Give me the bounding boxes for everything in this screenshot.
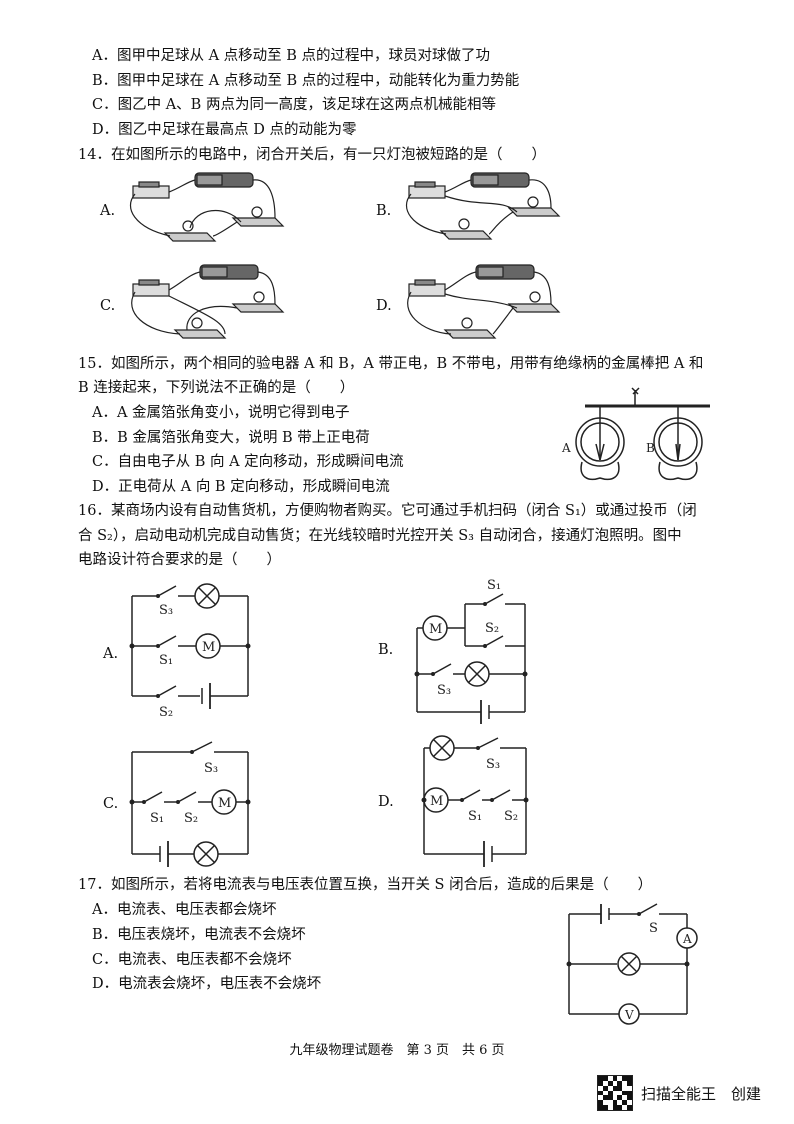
q15-option-a: A．A 金属箔张角变小，说明它得到电子: [92, 405, 350, 421]
q17-option-a: A．电流表、电压表都会烧坏: [92, 902, 277, 918]
q16b-s1: S₁: [487, 578, 501, 593]
q16c-s2: S₂: [184, 811, 198, 826]
q15-electroscope-figure: A B: [561, 387, 710, 481]
q16-stem-line2: 合 S₂），启动电动机完成自动售货；在光线较暗时光控开关 S₃ 自动闭合，接通灯…: [78, 528, 682, 544]
q16-circuit-b: S₁ S₂ M S₃: [414, 578, 528, 724]
q16b-s2: S₂: [485, 621, 499, 636]
q16a-motor: M: [202, 640, 215, 655]
q16b-motor: M: [429, 622, 442, 637]
q13-option-a: A．图甲中足球从 A 点移动至 B 点的过程中，球员对球做了功: [92, 48, 491, 64]
q16d-s3: S₃: [486, 757, 500, 772]
q17-ammeter-label: A: [682, 932, 692, 946]
q15-option-b: B．B 金属箔张角变大，说明 B 带上正电荷: [92, 430, 370, 446]
q17-option-d: D．电流表会烧坏，电压表不会烧坏: [92, 976, 322, 992]
q17-switch-label: S: [649, 921, 658, 936]
q16-label-b: B.: [378, 642, 394, 658]
q17-circuit: S A V: [566, 903, 698, 1025]
q14-label-a: A.: [100, 203, 116, 219]
q16c-motor: M: [218, 796, 231, 811]
q16-stem-line3: 电路设计符合要求的是（ ）: [78, 552, 281, 568]
qr-code-icon: [597, 1075, 633, 1111]
q15-fig-label-b: B: [646, 441, 655, 455]
q16d-s2: S₂: [504, 809, 518, 824]
q16-circuit-c: S₃ S₁ S₂ M: [129, 741, 251, 867]
q17-option-b: B．电压表烧坏，电流表不会烧坏: [92, 927, 306, 943]
q14-label-b: B.: [376, 203, 392, 219]
q16a-s1: S₁: [159, 653, 173, 668]
q14-label-d: D.: [376, 298, 392, 314]
q15-fig-label-a: A: [561, 441, 571, 455]
q15-stem-line1: 15．如图所示，两个相同的验电器 A 和 B，A 带正电，B 不带电，用带有绝缘…: [78, 356, 704, 372]
q16-label-c: C.: [103, 796, 119, 812]
q13-option-b: B．图甲中足球在 A 点移动至 B 点的过程中，动能转化为重力势能: [92, 73, 520, 89]
q14-circuit-d: [407, 264, 561, 339]
q16d-motor: M: [430, 794, 443, 809]
q16-stem-line1: 16．某商场内设有自动售货机，方便购物者购买。它可通过手机扫码（闭合 S₁）或通…: [78, 503, 697, 519]
q16a-s3: S₃: [159, 603, 173, 618]
q16-circuit-a: S₃ S₁ M S₂: [129, 583, 251, 720]
q14-label-c: C.: [100, 298, 116, 314]
q14-circuit-b: [405, 172, 561, 240]
q16b-s3: S₃: [437, 683, 451, 698]
q14-stem: 14．在如图所示的电路中，闭合开关后，有一只灯泡被短路的是（ ）: [78, 147, 546, 163]
q17-option-c: C．电流表、电压表都不会烧坏: [92, 952, 292, 968]
scanner-watermark: 扫描全能王 创建: [597, 1075, 761, 1111]
page-footer: 九年级物理试题卷 第 3 页 共 6 页: [289, 1043, 505, 1058]
q14-circuit-a: [129, 172, 285, 242]
q15-option-c: C．自由电子从 B 向 A 定向移动，形成瞬间电流: [92, 454, 404, 470]
q16a-s2: S₂: [159, 705, 173, 720]
q17-stem: 17．如图所示，若将电流表与电压表位置互换，当开关 S 闭合后，造成的后果是（ …: [78, 877, 653, 893]
q17-voltmeter-label: V: [624, 1008, 634, 1022]
scanner-text: 扫描全能王 创建: [641, 1084, 762, 1103]
q16-label-d: D.: [378, 794, 394, 810]
q13-option-d: D．图乙中足球在最高点 D 点的动能为零: [92, 122, 357, 138]
q16c-s3: S₃: [204, 761, 218, 776]
q16-label-a: A.: [103, 646, 119, 662]
q15-option-d: D．正电荷从 A 向 B 定向移动，形成瞬间电流: [92, 479, 390, 495]
q16-circuit-d: S₃ M S₁ S₂: [421, 735, 529, 867]
q14-circuit-c: [131, 264, 285, 339]
q15-stem-line2: B 连接起来，下列说法不正确的是（ ）: [78, 380, 355, 396]
q16c-s1: S₁: [150, 811, 164, 826]
q13-option-c: C．图乙中 A、B 两点为同一高度，该足球在这两点机械能相等: [92, 97, 496, 113]
q16d-s1: S₁: [468, 809, 482, 824]
